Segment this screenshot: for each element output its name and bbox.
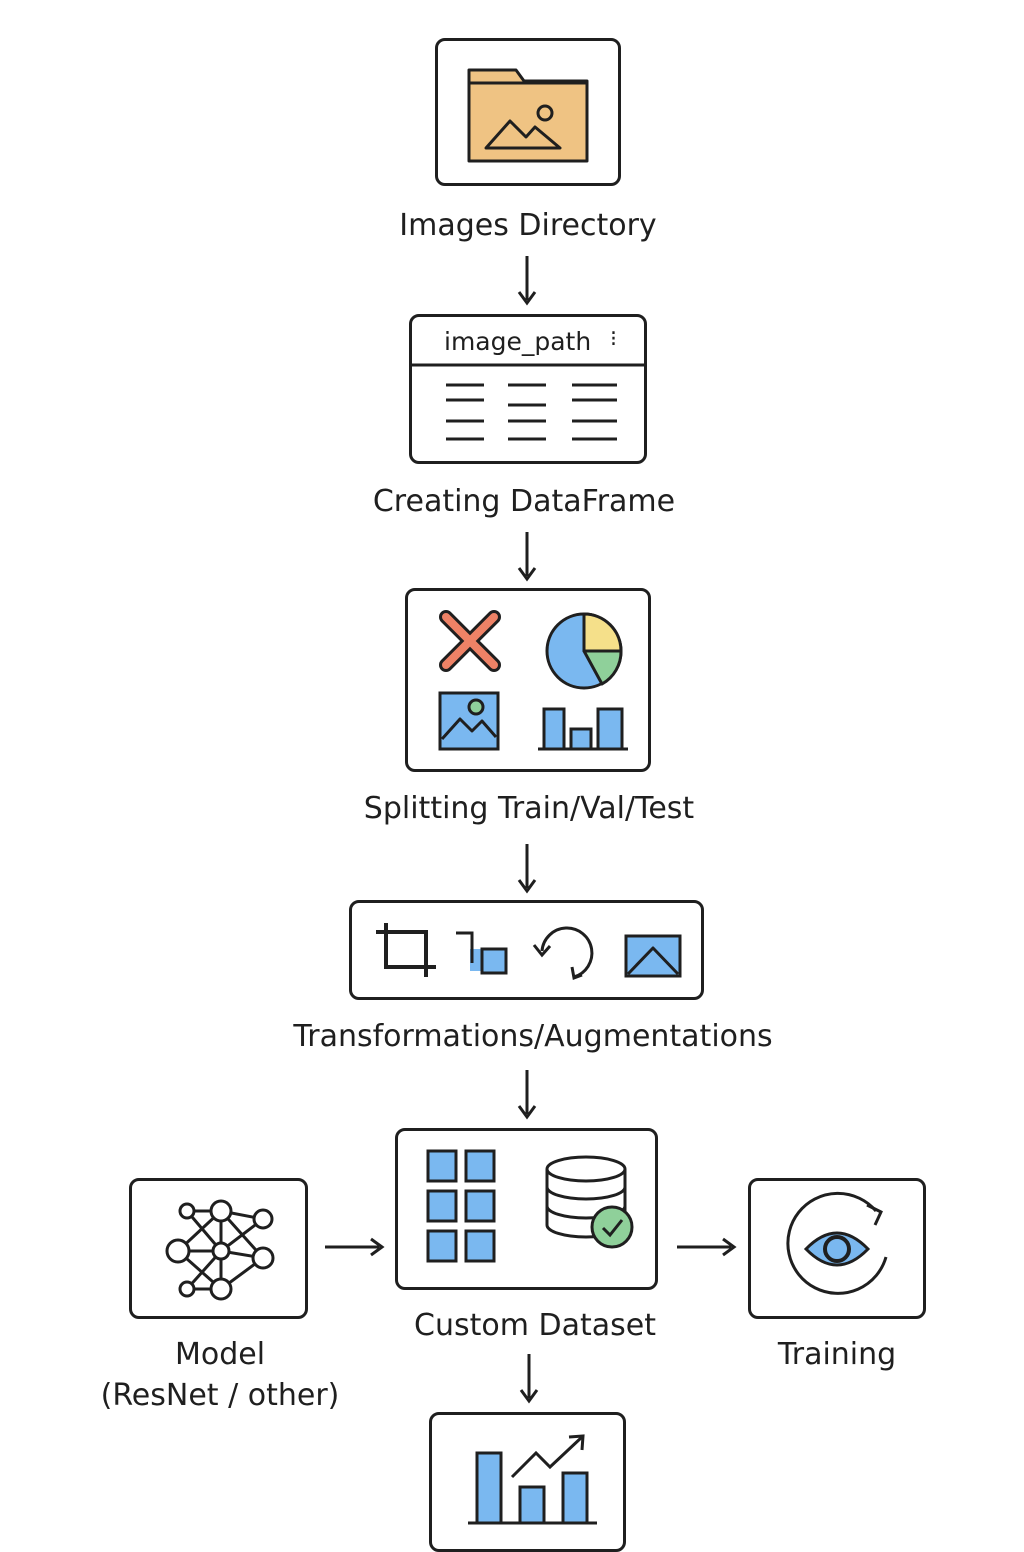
dataframe-label: Creating DataFrame: [372, 484, 676, 519]
bar-chart-icon: [538, 707, 628, 751]
image-icon: [624, 934, 682, 978]
kebab-icon: ⁝: [610, 327, 617, 352]
evaluation-box: [429, 1412, 626, 1552]
arrow-down-5: [518, 1352, 540, 1404]
training-box: [748, 1178, 926, 1319]
images-directory-label: Images Directory: [399, 208, 657, 243]
arrow-down-4: [516, 1068, 538, 1120]
pie-chart-icon: [545, 612, 623, 690]
arrow-right-model: [323, 1236, 385, 1258]
split-box: [405, 588, 651, 772]
neural-network-icon: [165, 1199, 275, 1301]
arrow-right-training: [675, 1236, 737, 1258]
custom-dataset-label: Custom Dataset: [414, 1308, 656, 1343]
custom-dataset-box: [395, 1128, 658, 1290]
bar-chart-trend-icon: [468, 1434, 597, 1525]
table-icon: [412, 363, 644, 441]
image-folder-icon: [467, 68, 589, 163]
training-label: Training: [777, 1337, 897, 1372]
image-icon: [438, 691, 500, 751]
dataframe-box: image_path ⁝: [409, 314, 647, 464]
grid-icon: [426, 1149, 496, 1263]
images-directory-box: [435, 38, 621, 186]
transforms-label: Transformations/Augmentations: [293, 1019, 773, 1054]
arrow-down-2: [516, 530, 538, 582]
model-label: Model (ResNet / other): [70, 1335, 370, 1416]
model-label-line2: (ResNet / other): [100, 1377, 340, 1413]
split-label: Splitting Train/Val/Test: [363, 791, 695, 826]
column-header: image_path: [444, 327, 592, 356]
resize-icon: [456, 931, 508, 975]
eye-refresh-icon: [786, 1191, 888, 1295]
database-check-icon: [545, 1155, 634, 1249]
crop-icon: [376, 923, 436, 977]
model-box: [129, 1178, 308, 1319]
arrow-down-1: [516, 254, 538, 306]
arrow-down-3: [516, 842, 538, 894]
rotate-icon: [532, 926, 594, 981]
model-label-line1: Model: [174, 1337, 266, 1372]
x-mark-icon: [439, 610, 501, 672]
transforms-box: [349, 900, 704, 1000]
